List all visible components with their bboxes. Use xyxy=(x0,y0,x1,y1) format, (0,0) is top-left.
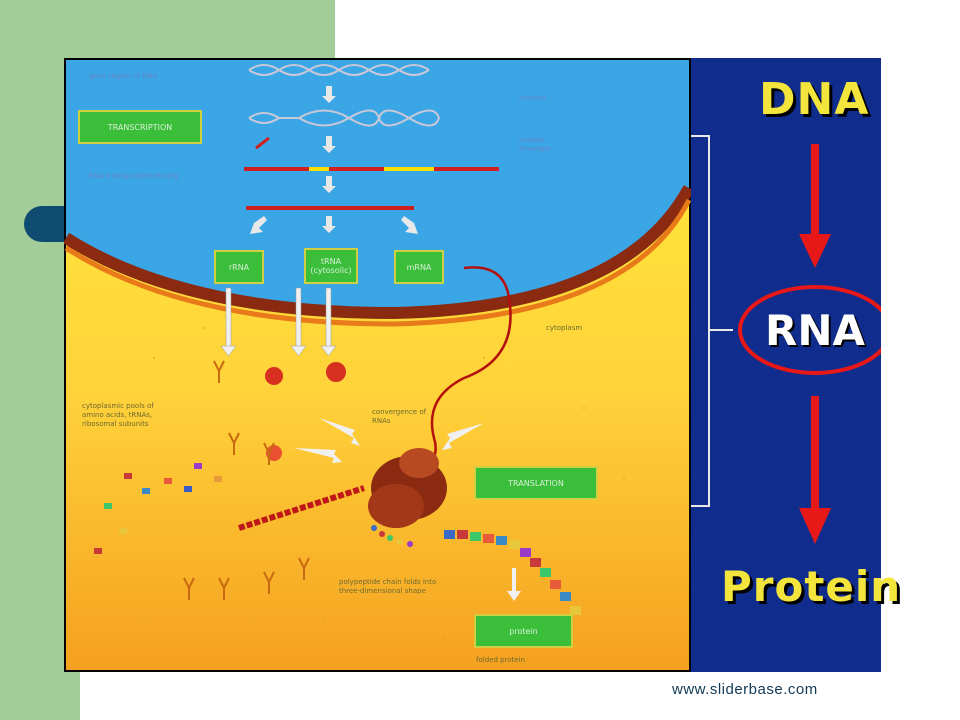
rrna-box: rRNA xyxy=(214,250,264,284)
mrna-box: mRNA xyxy=(394,250,444,284)
rna-processing-label: RNA transport/processing xyxy=(89,172,179,180)
protein-arrow xyxy=(507,568,521,601)
transcription-box: TRANSCRIPTION xyxy=(78,110,202,144)
central-dogma-panel: DNA RNA Protein xyxy=(691,58,900,672)
ribosomal-subunits xyxy=(265,362,346,461)
nuclear-envelope-outer xyxy=(64,198,691,327)
translation-box: TRANSLATION xyxy=(474,466,598,500)
incoming-trna-chain xyxy=(238,485,365,531)
slide-top-background xyxy=(335,0,960,60)
folding-protein-chain xyxy=(444,530,581,615)
central-dogma-figure: TRANSCRIPTION rRNA tRNA (cytosolic) mRNA… xyxy=(64,58,900,672)
central-dogma-arrows xyxy=(691,135,881,544)
trna-molecules xyxy=(183,360,310,600)
cytoplasmic-pools-label: cytoplasmic pools of amino acids, tRNAs,… xyxy=(82,402,154,428)
polypeptide-label: polypeptide chain folds into three-dimen… xyxy=(339,578,437,595)
polypeptide-chain xyxy=(371,525,413,547)
nucleus-label: nucleus xyxy=(519,94,547,102)
transport-arrows xyxy=(220,287,337,357)
dna-label: DNA xyxy=(759,74,870,125)
nascent-rna xyxy=(255,136,270,150)
convergence-arrows xyxy=(294,418,484,463)
nuclear-envelope xyxy=(64,185,691,320)
protein-box: protein xyxy=(474,614,573,648)
dna-helix xyxy=(248,64,440,127)
cytoplasm-label: cytoplasm xyxy=(546,324,583,332)
nucleus-arrows xyxy=(250,86,418,234)
convergence-label: convergence of RNAs xyxy=(372,408,427,425)
protein-label: Protein xyxy=(721,562,902,611)
gene-region-label: gene region of DNA xyxy=(89,72,158,80)
cell-illustration xyxy=(64,60,691,670)
rna-label: RNA xyxy=(765,306,865,355)
slide-left-band-lower xyxy=(0,672,80,720)
trna-box: tRNA (cytosolic) xyxy=(304,248,358,284)
slide-bottom-background xyxy=(80,672,960,720)
nucleus-area xyxy=(66,60,689,313)
folded-protein-label: folded protein xyxy=(476,656,525,664)
amino-acid-pool xyxy=(94,463,222,554)
footer-url[interactable]: www.sliderbase.com xyxy=(672,681,818,698)
ribosome xyxy=(368,448,447,528)
nuclear-envelope-label: nuclear envelope xyxy=(519,136,552,153)
cytoplasm-texture xyxy=(143,327,625,649)
